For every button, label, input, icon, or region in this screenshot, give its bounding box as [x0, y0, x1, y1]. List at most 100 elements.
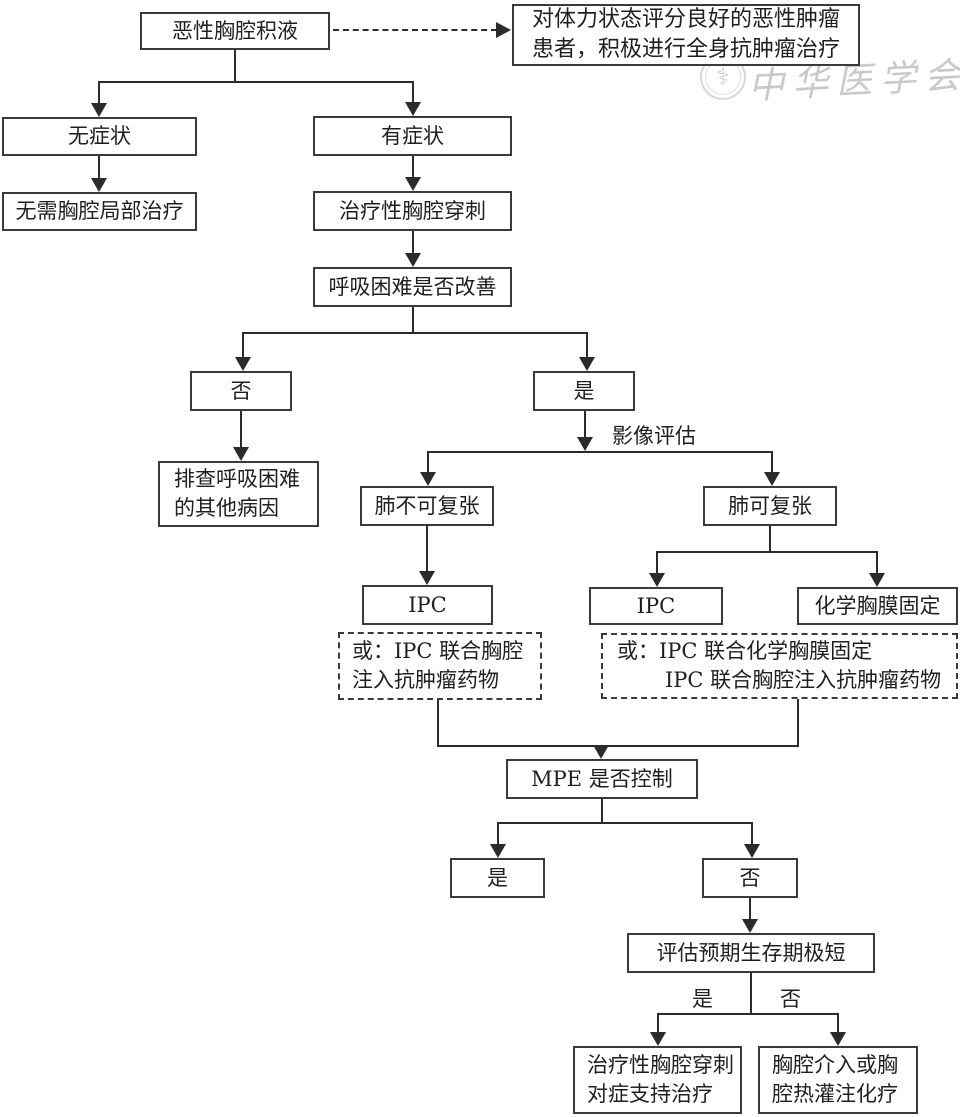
node-intrapleural-line2: 腔热灌注化疗 [772, 1082, 898, 1106]
edge-label-imaging: 影像评估 [612, 424, 696, 448]
edge-altright-down [797, 699, 799, 747]
edge-thoracentesis-down [412, 231, 414, 255]
node-alt-left-line1: 或：IPC 联合胸腔 [352, 639, 524, 664]
edge-split2-left [242, 332, 244, 359]
node-investigate-line2: 的其他病因 [174, 496, 279, 520]
edge-root-systemic-arrow-icon [496, 22, 511, 38]
edge-split5-left-arrow-icon [490, 844, 506, 858]
edge-split5-left [497, 822, 499, 846]
edge-root-down [234, 50, 236, 82]
edge-split6-horizontal [657, 1013, 839, 1015]
node-root: 恶性胸腔积液 [140, 12, 330, 50]
node-therapeutic-thoracentesis-label: 治疗性胸腔穿刺 [339, 198, 486, 223]
node-ipc-right: IPC [589, 587, 723, 625]
node-asymptomatic-label: 无症状 [68, 124, 131, 149]
edge-lungexp-down [769, 526, 771, 553]
node-alt-right: 或：IPC 联合化学胸膜固定 IPC 联合胸腔注入抗肿瘤药物 [601, 633, 958, 699]
edge-no2-down [749, 898, 751, 921]
edge-split1-left-arrow-icon [91, 103, 107, 117]
node-lung-nonexpandable-label: 肺不可复张 [374, 493, 480, 518]
node-ipc-left: IPC [362, 585, 493, 625]
edge-split3-left [427, 451, 429, 474]
node-symptomatic: 有症状 [313, 116, 512, 156]
edge-split1-right [412, 81, 414, 104]
edge-no2-arrow-icon [742, 919, 758, 933]
node-no2-label: 否 [739, 865, 761, 890]
node-asymptomatic: 无症状 [2, 117, 197, 156]
edge-split4-horizontal [656, 551, 878, 553]
edge-split5-horizontal [497, 822, 753, 824]
edge-split6-left [657, 1013, 659, 1034]
node-palliative: 治疗性胸腔穿刺 对症支持治疗 [573, 1046, 742, 1114]
edge-split1-left [98, 81, 100, 105]
edge-symptomatic-arrow-icon [405, 177, 421, 191]
node-intrapleural-line1: 胸腔介入或胸 [772, 1053, 898, 1078]
node-palliative-line2: 对症支持治疗 [587, 1082, 713, 1106]
node-yes1-label: 是 [573, 378, 595, 403]
node-chemical-pleurodesis-label: 化学胸膜固定 [814, 593, 941, 618]
edge-mpe-down [601, 799, 603, 824]
node-ipc-right-label: IPC [636, 593, 676, 618]
edge-yes1-arrow-icon [577, 437, 593, 451]
edge-split2-right-arrow-icon [579, 357, 595, 371]
node-lung-nonexpandable: 肺不可复张 [360, 486, 494, 526]
node-therapeutic-thoracentesis: 治疗性胸腔穿刺 [313, 191, 512, 231]
node-intrapleural-therapy: 胸腔介入或胸 腔热灌注化疗 [758, 1046, 918, 1114]
edge-split3-right [771, 451, 773, 474]
node-investigate-other-causes: 排查呼吸困难 的其他病因 [158, 461, 319, 527]
edge-merge-horizontal [437, 745, 799, 747]
edge-asymptomatic-down [98, 156, 100, 180]
node-alt-left: 或：IPC 联合胸腔 注入抗肿瘤药物 [338, 632, 542, 700]
edge-lungnon-arrow-icon [419, 571, 435, 585]
edge-yes1-down [584, 411, 586, 439]
edge-label-yes: 是 [692, 987, 713, 1011]
node-ipc-left-label: IPC [408, 592, 447, 617]
edge-split2-horizontal [242, 332, 588, 334]
node-lung-expandable: 肺可复张 [703, 486, 837, 526]
edge-split4-right [876, 551, 878, 575]
edge-label-no: 否 [780, 987, 801, 1011]
edge-thoracentesis-arrow-icon [405, 253, 421, 267]
edge-split2-left-arrow-icon [235, 357, 251, 371]
edge-split1-right-arrow-icon [405, 102, 421, 116]
edge-merge-arrow-icon [593, 745, 609, 759]
edge-split3-right-arrow-icon [764, 472, 780, 486]
node-alt-left-line2: 注入抗肿瘤药物 [352, 668, 499, 692]
edge-no1-arrow-icon [233, 447, 249, 461]
edge-split4-left-arrow-icon [649, 573, 665, 587]
node-alt-right-line2: IPC 联合胸腔注入抗肿瘤药物 [665, 668, 942, 692]
node-systemic-line2: 患者，积极进行全身抗肿瘤治疗 [532, 37, 841, 62]
edge-lungnon-down [426, 526, 428, 573]
edge-split4-right-arrow-icon [869, 573, 885, 587]
node-short-survival: 评估预期生存期极短 [627, 933, 875, 973]
node-mpe-controlled: MPE 是否控制 [506, 759, 698, 799]
edge-split6-right [837, 1013, 839, 1034]
edge-altleft-down [437, 700, 439, 747]
node-systemic-treatment: 对体力状态评分良好的恶性肿瘤 患者，积极进行全身抗肿瘤治疗 [512, 4, 860, 66]
node-no1: 否 [190, 371, 292, 411]
node-alt-right-line1: 或：IPC 联合化学胸膜固定 [617, 639, 873, 664]
edge-split6-right-arrow-icon [830, 1032, 846, 1046]
node-short-survival-label: 评估预期生存期极短 [656, 940, 846, 965]
node-yes2-label: 是 [487, 865, 508, 890]
seal-glyph: ⚕ [716, 63, 730, 91]
edge-split6-left-arrow-icon [650, 1032, 666, 1046]
node-no2: 否 [702, 858, 798, 898]
node-no-local-treatment: 无需胸腔局部治疗 [2, 192, 197, 231]
node-yes1: 是 [533, 371, 635, 411]
node-palliative-line1: 治疗性胸腔穿刺 [587, 1053, 734, 1078]
node-investigate-line1: 排查呼吸困难 [174, 467, 300, 492]
edge-split5-right [751, 822, 753, 846]
node-dyspnea-improved-label: 呼吸困难是否改善 [328, 274, 497, 299]
edge-survival-down [750, 973, 752, 1015]
edge-split3-horizontal [427, 451, 773, 453]
node-chemical-pleurodesis: 化学胸膜固定 [797, 587, 958, 625]
edge-split1-horizontal [98, 81, 414, 83]
node-symptomatic-label: 有症状 [381, 123, 444, 148]
node-yes2: 是 [450, 858, 545, 898]
node-no1-label: 否 [230, 378, 252, 403]
edge-asymptomatic-arrow-icon [91, 178, 107, 192]
edge-split2-right [586, 332, 588, 359]
edge-no1-down [240, 411, 242, 449]
